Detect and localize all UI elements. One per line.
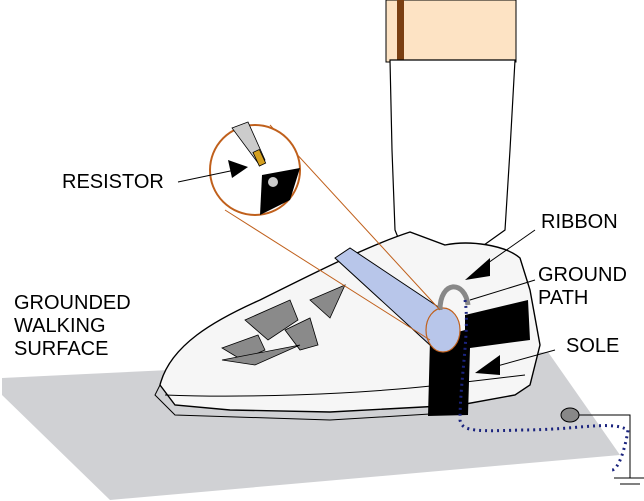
- ground-path-pointer: [469, 279, 536, 301]
- leg: [385, 0, 517, 63]
- arrowhead: [475, 355, 500, 375]
- label-surface-3: SURFACE: [14, 338, 109, 360]
- arrowhead: [465, 258, 490, 280]
- ground-snap: [560, 407, 580, 423]
- snap-stud: [268, 177, 278, 187]
- sole-pointer: [489, 349, 556, 369]
- ground-path-line: [458, 299, 630, 472]
- heel-strap: [428, 300, 530, 416]
- shoe-stripe: [309, 284, 346, 319]
- shoe-stripe: [284, 317, 319, 351]
- label-surface-2: WALKING: [14, 315, 106, 337]
- label-ribbon: RIBBON: [541, 211, 618, 233]
- resistor-pointer: [177, 169, 236, 183]
- label-resistor: RESISTOR: [62, 171, 164, 193]
- ground-wire: [579, 414, 631, 478]
- resistor-body: [252, 148, 267, 167]
- label-ground-path-2: PATH: [538, 287, 589, 309]
- magnifier-line: [224, 209, 431, 341]
- shoe-sole-line: [164, 374, 526, 397]
- shoe-toe-line: [154, 384, 431, 421]
- label-sole: SOLE: [566, 335, 620, 357]
- ribbon-end: [425, 307, 461, 353]
- shoe-stripe: [221, 344, 301, 366]
- leg-stripe: [397, 0, 404, 60]
- label-surface-1: GROUNDED: [14, 292, 131, 314]
- arrowhead: [228, 160, 248, 178]
- label-ground-path-1: GROUND: [538, 264, 627, 286]
- shoe-stripe: [244, 299, 299, 341]
- ribbon-loop: [437, 284, 471, 311]
- sock: [389, 59, 516, 256]
